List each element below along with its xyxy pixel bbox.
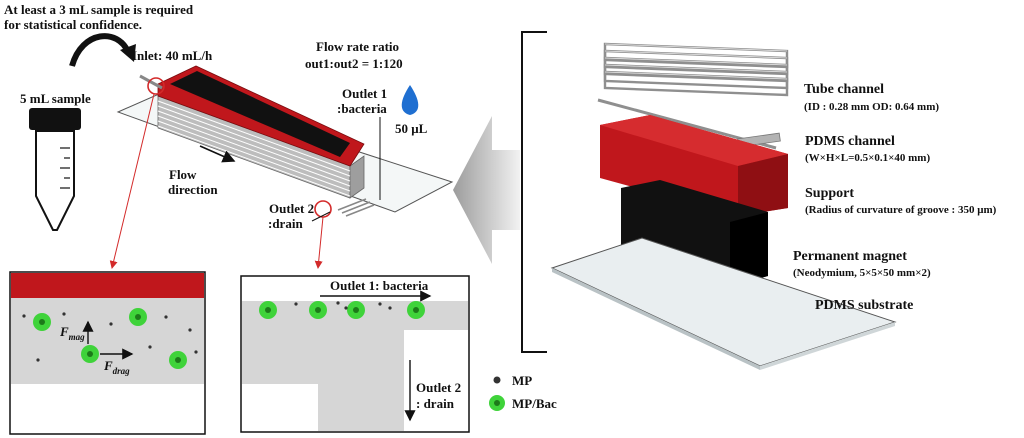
legend-mp-bac-label: MP/Bac — [512, 396, 557, 411]
inlet-inset-panel — [9, 271, 206, 435]
fdrag-label: Fdrag — [103, 358, 130, 376]
transfer-arrow — [69, 33, 131, 67]
requirement-line1: At least a 3 mL sample is required — [4, 2, 194, 17]
droplet-icon — [401, 85, 419, 115]
fmag-label: Fmag — [59, 324, 85, 342]
inset-outlet1-label: Outlet 1: bacteria — [330, 278, 429, 293]
legend-mp-bac-icon — [489, 395, 505, 411]
pdms-channel-detail: (W×H×L=0.5×0.1×40 mm) — [805, 152, 930, 164]
volume-label: 50 μL — [395, 121, 428, 136]
tube-channel-detail: (ID : 0.28 mm OD: 0.64 mm) — [804, 101, 939, 113]
inset-outlet2-line2: : drain — [416, 396, 455, 411]
outlet-callout-circle — [314, 200, 332, 218]
outlet1-line1: Outlet 1 — [342, 86, 387, 101]
outlet-callout-line — [314, 216, 324, 269]
tube-coil-lines — [157, 100, 351, 197]
legend-mp-label: MP — [512, 373, 532, 388]
flow-ratio-line2: out1:out2 = 1:120 — [305, 56, 403, 71]
exploded-view-bracket — [521, 31, 547, 353]
outlet-channel-shape — [242, 301, 468, 431]
inset-outlet2-line1: Outlet 2 — [416, 380, 461, 395]
outlet2-line2: :drain — [268, 216, 303, 231]
legend-mp-icon — [493, 376, 501, 384]
magnet-detail: (Neodymium, 5×5×50 mm×2) — [793, 267, 931, 279]
flow-direction-arrow — [199, 145, 236, 163]
inlet-callout-circle — [147, 77, 165, 95]
outlet-tubes — [337, 198, 375, 217]
inlet-tube — [139, 74, 163, 90]
substrate-title: PDMS substrate — [815, 298, 913, 313]
support-title: Support — [805, 186, 854, 201]
outlet1-line2: :bacteria — [337, 101, 387, 116]
flow-ratio-line1: Flow rate ratio — [316, 39, 399, 54]
sample-tube-icon — [29, 108, 81, 231]
inlet-label: Inlet: 40 mL/h — [132, 48, 213, 63]
transfer-arrow-head — [120, 44, 136, 62]
outlet-mp-bac-clusters — [259, 301, 425, 319]
outlet-mp-dots — [294, 301, 392, 310]
black-magnet-top — [170, 71, 350, 157]
assembly-arrow — [453, 116, 520, 264]
tube-channel-coil — [597, 42, 789, 150]
outlet2-pointer — [311, 211, 331, 222]
inset-mp-bac-clusters — [33, 308, 187, 369]
outlet-inset-panel — [240, 275, 470, 433]
sample-label: 5 mL sample — [20, 91, 91, 106]
magnet-title: Permanent magnet — [793, 249, 907, 264]
requirement-line2: for statistical confidence. — [4, 17, 142, 32]
assembled-device — [109, 65, 454, 269]
flow-direction-line1: Flow — [169, 167, 197, 182]
inset-channel — [11, 298, 204, 384]
inset-red-layer — [11, 273, 204, 298]
pdms-channel-title: PDMS channel — [805, 134, 895, 149]
support-detail: (Radius of curvature of groove : 350 μm) — [805, 204, 997, 216]
inlet-callout-line — [109, 93, 155, 269]
tube-stack-end — [349, 155, 365, 199]
outlet2-line1: Outlet 2 — [269, 201, 314, 216]
tube-channel-title: Tube channel — [804, 82, 884, 97]
flow-direction-line2: direction — [168, 182, 218, 197]
inset-mp-dots — [22, 312, 198, 362]
pdms-substrate-plate — [550, 237, 897, 370]
